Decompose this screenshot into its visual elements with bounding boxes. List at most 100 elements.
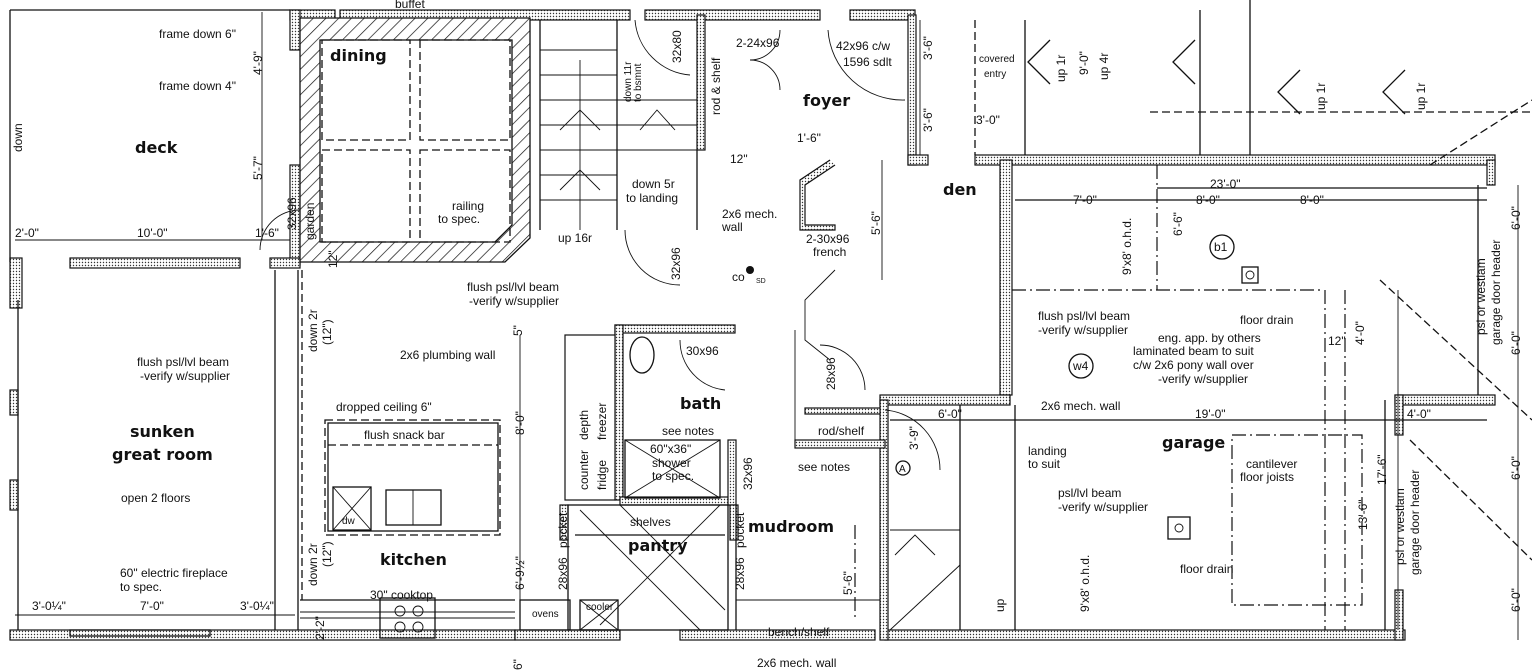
dimension: 2'-0" — [15, 226, 39, 240]
dimension: 1'-6" — [255, 226, 279, 240]
dimension: 5'-6" — [841, 571, 855, 595]
dimension: 17'-6" — [1375, 454, 1389, 485]
walls — [9, 9, 1496, 641]
note: covered — [979, 54, 1015, 65]
note: (12") — [320, 319, 334, 345]
note: down — [11, 123, 25, 152]
note: pocket — [733, 512, 747, 548]
dimension: 8'-0" — [513, 411, 527, 435]
dimension: 4'-0" — [1407, 407, 1431, 421]
room-great-room: great room — [112, 445, 213, 464]
note: rod/shelf — [818, 424, 865, 438]
dimensions: 4'-9" 5'-7" 2'-0" 10'-0" 1'-6" 12" 12" 1… — [15, 36, 1523, 670]
note: -verify w/supplier — [469, 294, 559, 308]
dimension: 5'-6" — [869, 211, 883, 235]
note: up 16r — [558, 231, 592, 245]
note: entry — [984, 69, 1006, 80]
door-size: 32x96 — [669, 247, 683, 280]
dimension: 3'-0¼" — [240, 599, 274, 613]
note: up 4r — [1097, 53, 1111, 80]
door-size: 32x96 — [285, 197, 299, 230]
dimension: 4'-0" — [1353, 321, 1367, 345]
door-size: 30x96 — [686, 344, 719, 358]
note: fridge — [595, 460, 609, 490]
room-foyer: foyer — [803, 91, 850, 110]
dimension: 8'-0" — [1300, 193, 1324, 207]
note: down 2r — [306, 543, 320, 586]
dimension: 6'-0" — [938, 407, 962, 421]
door-sizes: 32x96 32x80 2-24x96 32x96 28x96 30x96 32… — [285, 30, 838, 590]
note: down 5r — [632, 177, 675, 191]
note: 9'x8' o.h.d. — [1120, 218, 1134, 275]
note: eng. app. by others — [1158, 331, 1261, 345]
dimension: 8'-0" — [1196, 193, 1220, 207]
room-labels: deck dining foyer den sunken great room … — [112, 46, 1225, 569]
dimension: 5" — [511, 325, 525, 336]
dimension: 6'-0" — [1509, 331, 1523, 355]
note: depth — [577, 410, 591, 440]
note: flush psl/lvl beam — [1038, 309, 1130, 323]
note: psl or westlam — [1393, 488, 1407, 565]
note: 2x6 mech. wall — [1041, 399, 1120, 413]
note: 2-30x96 — [806, 232, 850, 246]
dimension: 6'-9½" — [513, 556, 527, 590]
note: 42x96 c/w — [836, 39, 890, 53]
note: -verify w/supplier — [1038, 323, 1128, 337]
dimension: 6'-6" — [1171, 212, 1185, 236]
door-size: 28x96 — [556, 557, 570, 590]
room-mudroom: mudroom — [748, 517, 834, 536]
dimension: 6" — [511, 659, 525, 670]
note: pocket — [556, 512, 570, 548]
note: (12") — [320, 541, 334, 567]
note: see notes — [662, 424, 714, 438]
dimension: 4'-9" — [251, 51, 265, 75]
stair-treads — [540, 49, 697, 230]
note: b1 — [1214, 240, 1228, 254]
dimension: 7'-0" — [1073, 193, 1097, 207]
dimension: 7'-0" — [140, 599, 164, 613]
dimension: 10'-0" — [137, 226, 168, 240]
note: c/w 2x6 pony wall over — [1133, 358, 1254, 372]
note: up 1r — [1414, 83, 1428, 110]
note: bench/shelf — [768, 625, 830, 639]
dimension: 23'-0" — [1210, 177, 1241, 191]
note: wall — [721, 220, 743, 234]
note: landing — [1028, 444, 1067, 458]
dimension: 19'-0" — [1195, 407, 1226, 421]
note: french — [813, 245, 846, 259]
note: frame down 6" — [159, 27, 236, 41]
room-dining: dining — [330, 46, 387, 65]
note: freezer — [595, 403, 609, 440]
note: 2x6 mech. — [722, 207, 777, 221]
note: rod & shelf — [709, 57, 723, 115]
door-size: 32x80 — [670, 30, 684, 63]
note: to landing — [626, 191, 678, 205]
note: A — [899, 464, 906, 475]
a-marker — [895, 460, 911, 476]
note: down 11r — [623, 61, 634, 102]
note: 2x6 mech. wall — [757, 656, 836, 670]
dimension: 9'-0" — [1077, 51, 1091, 75]
notes: buffet frame down 6" frame down 4" down … — [11, 0, 1503, 670]
note: -verify w/supplier — [1158, 372, 1248, 386]
room-sunken: sunken — [130, 422, 195, 441]
dimension: 13'-6" — [1356, 499, 1370, 530]
note: up 1r — [1314, 83, 1328, 110]
room-kitchen: kitchen — [380, 550, 447, 569]
dimension: 6'-0" — [1509, 456, 1523, 480]
dimension: 5'-7" — [251, 156, 265, 180]
note: flush psl/lvl beam — [467, 280, 559, 294]
note: to bsmnt — [633, 63, 644, 102]
note: cooler — [586, 602, 614, 613]
note: SD — [756, 278, 766, 285]
note: open 2 floors — [121, 491, 190, 505]
dimension: 6'-0" — [1509, 206, 1523, 230]
note: -verify w/supplier — [140, 369, 230, 383]
note: to spec. — [652, 469, 694, 483]
dimension: 12" — [730, 152, 748, 166]
note: up — [993, 598, 1007, 612]
room-den: den — [943, 180, 977, 199]
door-size: 28x96 — [824, 357, 838, 390]
note: 1596 sdlt — [843, 55, 892, 69]
